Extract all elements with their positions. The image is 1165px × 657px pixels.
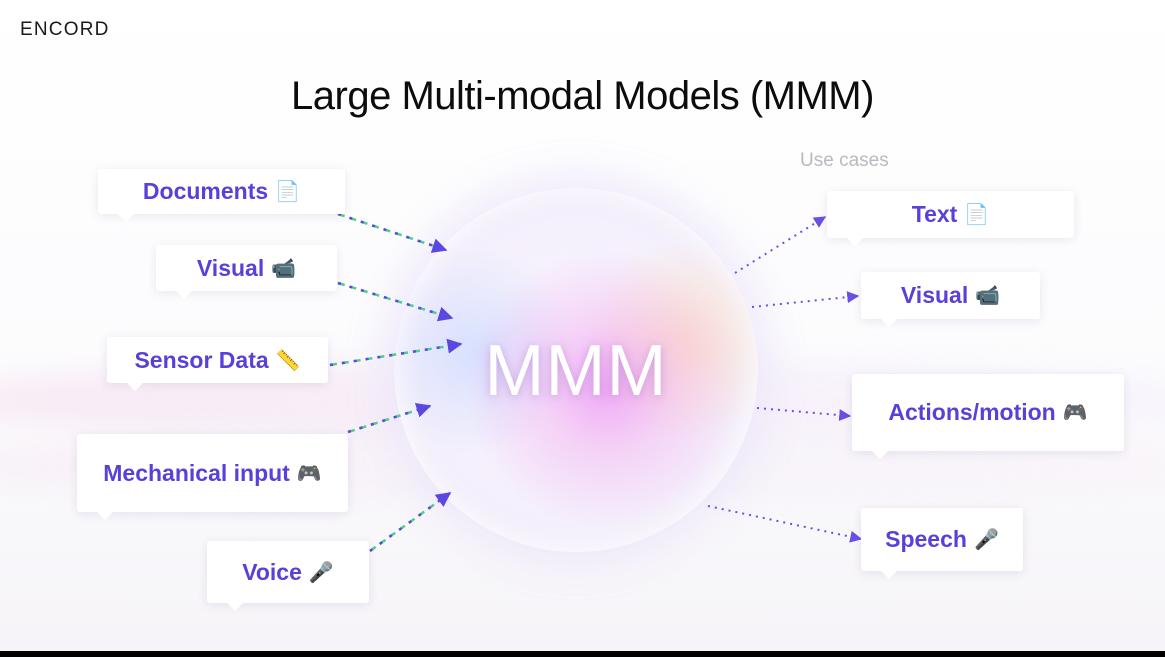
output-arrow-text	[734, 216, 827, 274]
input-label: Sensor Data	[134, 346, 269, 373]
input-box-documents: Documents 📄	[98, 169, 345, 222]
video-camera-icon: 📹	[271, 257, 297, 280]
input-arrow-sensor-data	[329, 338, 463, 367]
output-label: Visual	[900, 282, 969, 308]
slide-title: Large Multi-modal Models (MMM)	[291, 74, 874, 118]
output-box-visual: Visual 📹	[861, 272, 1040, 327]
microphone-icon: 🎤	[973, 529, 999, 551]
output-arrow-visual	[751, 291, 860, 308]
mmm-sphere	[394, 188, 758, 552]
use-cases-label: Use cases	[800, 150, 889, 171]
output-box-text: Text 📄	[827, 191, 1074, 246]
document-icon: 📄	[964, 204, 990, 226]
input-label: Voice	[242, 558, 302, 585]
ruler-icon: 📏	[275, 349, 301, 372]
game-controller-icon: 🎮	[296, 462, 322, 485]
game-controller-icon: 🎮	[1062, 402, 1088, 424]
input-box-sensor-data: Sensor Data 📏	[107, 337, 328, 391]
output-box-actions-motion: Actions/motion 🎮	[852, 374, 1124, 459]
output-arrow-actions-motion	[756, 407, 852, 422]
encord-logo: ENCORD	[20, 19, 110, 40]
input-arrow-voice	[369, 491, 452, 553]
output-label: Speech	[885, 526, 967, 552]
output-label: Text	[911, 201, 958, 227]
input-box-visual: Visual 📹	[156, 245, 337, 299]
video-camera-icon: 📹	[975, 285, 1001, 307]
output-arrow-speech	[707, 505, 863, 543]
input-arrow-mechanical-input	[347, 402, 432, 434]
input-arrow-visual	[337, 281, 454, 322]
output-box-speech: Speech 🎤	[861, 508, 1023, 579]
document-icon: 📄	[275, 181, 301, 203]
microphone-icon: 🎤	[308, 561, 334, 584]
input-label: Documents	[142, 178, 269, 204]
input-arrow-documents	[337, 212, 448, 253]
input-label: Mechanical input	[103, 459, 290, 486]
input-box-mechanical-input: Mechanical input 🎮	[77, 434, 348, 520]
input-label: Visual	[196, 254, 265, 281]
mmm-label: MMM	[484, 331, 668, 411]
input-box-voice: Voice 🎤	[207, 541, 369, 611]
output-label: Actions/motion	[888, 399, 1056, 425]
